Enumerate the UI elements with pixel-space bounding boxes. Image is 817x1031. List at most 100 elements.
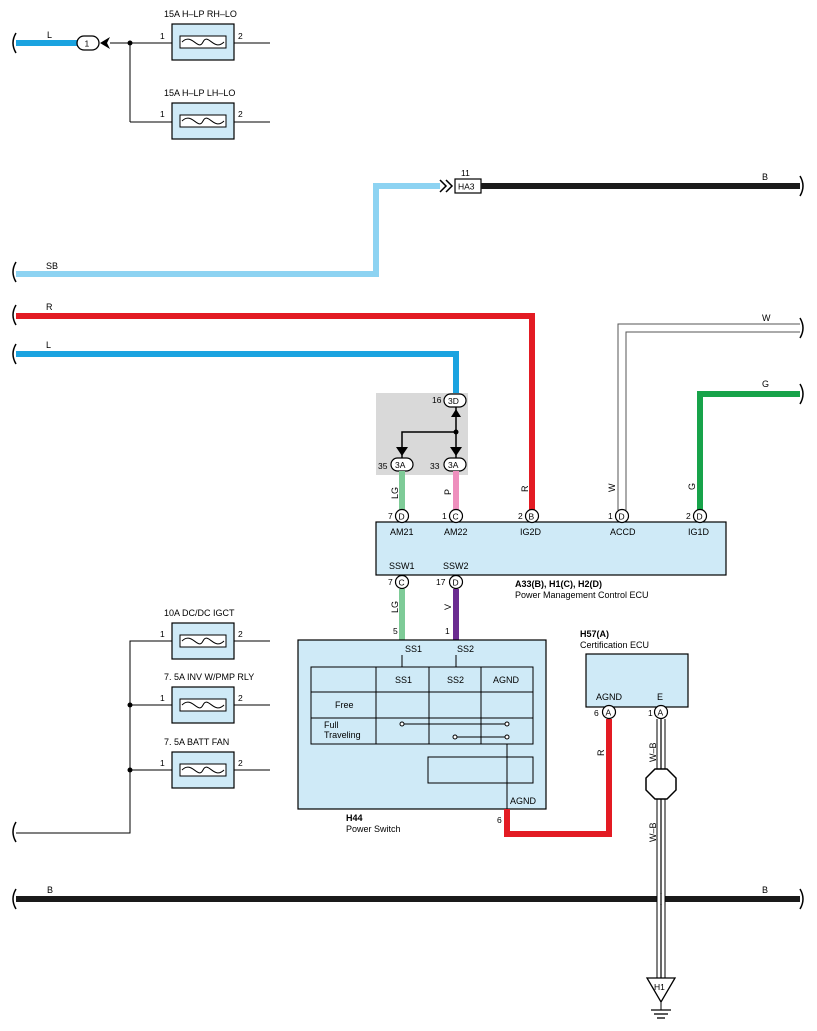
fuse-pin-in: 1 <box>160 758 165 768</box>
fuse-1-pin-out: 2 <box>238 31 243 41</box>
ecu-box <box>375 521 727 576</box>
relay-arrow-right <box>450 447 462 456</box>
fuse-pin-out: 2 <box>238 629 243 639</box>
ecu-terminal-pin: 1 <box>608 511 613 521</box>
power-switch-pin-ss2: 1 <box>445 626 450 636</box>
power-switch-ss1: SS1 <box>405 644 422 654</box>
wire-label-w-vert: W <box>607 483 617 492</box>
power-switch-agnd: AGND <box>510 796 537 806</box>
fuse-1-wave <box>181 38 225 46</box>
relay-arrow-up <box>451 409 461 417</box>
ecu-terminal-connector <box>614 508 630 524</box>
ecu-terminal-pin: 7 <box>388 511 393 521</box>
ecu-name: Power Management Control ECU <box>515 590 649 600</box>
wire-label-p: P <box>443 489 453 495</box>
wire-break-l-mid <box>12 343 17 365</box>
power-switch-code: H44 <box>346 813 363 823</box>
ecu-terminal-pin: 1 <box>442 511 447 521</box>
relay-right-conn-label: 3A <box>448 460 459 470</box>
cert-ecu-pin-e: 1 <box>648 708 653 718</box>
wire-break-b-bottom-right <box>799 888 804 910</box>
relay-top-pin: 16 <box>432 395 442 405</box>
fuse-1-label: 15A H–LP RH–LO <box>164 9 237 19</box>
cert-ecu-e-conn: A <box>658 708 664 718</box>
wire-w-outline-inner <box>625 331 800 510</box>
wire-r <box>16 313 535 510</box>
wire-break-w <box>799 317 804 339</box>
l-circuit: L <box>12 340 459 394</box>
wire-fuse-feed-bottom <box>16 640 172 834</box>
inline-junction-1 <box>76 35 100 51</box>
wire-label-v: V <box>443 604 453 610</box>
fuse-1-pin-in: 1 <box>160 31 165 41</box>
wire-break-g <box>799 383 804 405</box>
ha3-pin: 11 <box>461 168 470 178</box>
relay-left-conn-label: 3A <box>395 460 406 470</box>
fuse-wave <box>181 701 225 709</box>
table-header-ss2: SS2 <box>447 675 464 685</box>
ecu-terminal-pin: 2 <box>518 511 523 521</box>
wire-g <box>697 391 800 510</box>
fuse-label: 10A DC/DC IGCT <box>164 608 235 618</box>
cert-ecu-e-terminal <box>653 704 669 720</box>
relay-top-connector <box>443 393 467 408</box>
cert-ecu-name: Certification ECU <box>580 640 649 650</box>
table-conn-dot-3 <box>452 734 458 740</box>
ecu-terminal-name: SSW1 <box>389 561 415 571</box>
ecu-terminal-name: IG1D <box>688 527 710 537</box>
wire-label-l-top: L <box>47 30 52 40</box>
certification-ecu: H57(A) Certification ECU AGND E 6 A 1 A <box>580 629 689 720</box>
fuse-pin-out: 2 <box>238 758 243 768</box>
junction-1-label: 1 <box>85 39 90 49</box>
power-switch-indicator <box>427 756 534 784</box>
r-circuit: R R <box>12 302 535 510</box>
table-conn-dot-4 <box>504 734 510 740</box>
wire-label-r-vert: R <box>520 485 530 492</box>
ecu-terminal-connector <box>448 574 464 590</box>
wire-label-l-mid: L <box>46 340 51 350</box>
wire-l-mid <box>16 351 459 394</box>
cert-ecu-agnd: AGND <box>596 692 623 702</box>
cert-ecu-code: H57(A) <box>580 629 609 639</box>
cert-ecu-e: E <box>657 692 663 702</box>
ecu-terminal-connector <box>692 508 708 524</box>
relay-right-pin: 33 <box>430 461 440 471</box>
ecu-terminal-conn: C <box>453 512 459 522</box>
ecu-terminal-conn: B <box>529 512 535 522</box>
wire-sb <box>16 183 440 277</box>
fuse-wave <box>181 766 225 774</box>
fuse-wave <box>181 637 225 645</box>
wire-label-lg-1: LG <box>390 487 400 499</box>
wire-break-b-top <box>799 175 804 197</box>
ecu-terminal-connector <box>394 508 410 524</box>
wire-break-b-bottom-left <box>12 888 17 910</box>
table-conn-dot-1 <box>399 721 405 727</box>
cert-ecu-agnd-terminal <box>601 704 617 720</box>
table-header-agnd: AGND <box>493 675 520 685</box>
relay-left-pin: 35 <box>378 461 388 471</box>
wire-r-agnd <box>504 719 612 837</box>
ecu-terminal-conn: D <box>619 512 625 522</box>
wb-ground-circuit: W–B W–B H1 <box>645 719 677 1019</box>
fuse-pin-out: 2 <box>238 693 243 703</box>
wire-label-g-vert: G <box>687 483 697 490</box>
ecu-terminal-name: SSW2 <box>443 561 469 571</box>
w-circuit: W W <box>607 313 804 510</box>
cert-ecu-agnd-conn: A <box>606 708 612 718</box>
wire-break-left <box>12 32 17 54</box>
ground-label: H1 <box>654 982 665 992</box>
cert-ecu-pin-agnd: 6 <box>594 708 599 718</box>
ecu-terminal-connector <box>524 508 540 524</box>
wire-label-g: G <box>762 379 769 389</box>
ground-point <box>645 977 677 1004</box>
ecu-terminal-conn: D <box>697 512 703 522</box>
ecu-terminal-name: ACCD <box>610 527 636 537</box>
g-circuit: G G <box>687 379 804 510</box>
fuse-2-label: 15A H–LP LH–LO <box>164 88 235 98</box>
